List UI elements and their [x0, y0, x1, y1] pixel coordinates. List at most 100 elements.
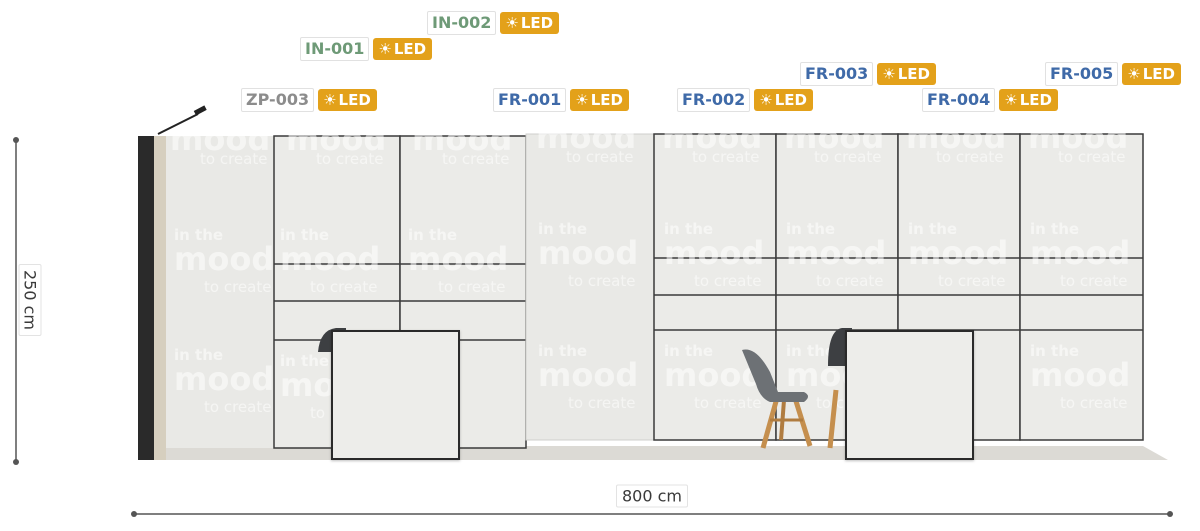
module-label-in-001[interactable]: IN-001 ☀LED: [300, 37, 433, 61]
svg-text:mood: mood: [536, 118, 636, 156]
sun-icon: ☀: [1004, 91, 1018, 109]
svg-text:mood: mood: [174, 360, 274, 398]
svg-text:to create: to create: [566, 148, 633, 166]
svg-text:to create: to create: [438, 278, 505, 296]
module-label-zp-003[interactable]: ZP-003 ☀LED: [241, 88, 377, 112]
side-column: [138, 136, 154, 460]
svg-text:to create: to create: [310, 278, 377, 296]
wall-panel-fr-001: [525, 133, 655, 441]
sun-icon: ☀: [575, 91, 589, 109]
svg-text:to create: to create: [568, 272, 635, 290]
sun-icon: ☀: [759, 91, 773, 109]
svg-text:to create: to create: [442, 150, 509, 168]
svg-text:mood: mood: [412, 120, 512, 158]
svg-text:in the: in the: [174, 346, 223, 364]
svg-text:in the: in the: [408, 226, 457, 244]
module-label-fr-002[interactable]: FR-002 ☀LED: [677, 88, 814, 112]
svg-text:mood: mood: [1030, 234, 1130, 272]
svg-text:to create: to create: [568, 394, 635, 412]
module-label-fr-001[interactable]: FR-001 ☀LED: [493, 88, 630, 112]
svg-text:in the: in the: [786, 342, 835, 360]
counter-left: [331, 330, 460, 460]
svg-text:to create: to create: [694, 394, 761, 412]
led-badge: ☀LED: [877, 63, 937, 85]
svg-text:to create: to create: [936, 148, 1003, 166]
sun-icon: ☀: [323, 91, 337, 109]
svg-text:to create: to create: [694, 272, 761, 290]
svg-text:mood: mood: [1030, 356, 1130, 394]
sun-icon: ☀: [882, 65, 896, 83]
module-label-fr-005[interactable]: FR-005 ☀LED: [1045, 62, 1182, 86]
wall-panel-zp-003: [166, 136, 274, 448]
module-code: FR-005: [1045, 62, 1119, 86]
svg-text:in the: in the: [538, 220, 587, 238]
module-code: FR-003: [800, 62, 874, 86]
chair-icon: [742, 349, 813, 449]
sun-icon: ☀: [505, 14, 519, 32]
svg-text:to create: to create: [692, 148, 759, 166]
svg-text:mood: mood: [664, 234, 764, 272]
svg-text:mood: mood: [538, 234, 638, 272]
svg-text:mood: mood: [170, 120, 270, 158]
svg-text:to create: to create: [204, 278, 271, 296]
module-code: FR-001: [493, 88, 567, 112]
svg-text:in the: in the: [664, 220, 713, 238]
svg-text:mood: mood: [786, 234, 886, 272]
fr-columns: [653, 133, 1144, 441]
spotlight-icon: [157, 105, 207, 135]
side-column-inner: [154, 136, 166, 460]
led-badge: ☀LED: [570, 89, 630, 111]
led-badge: ☀LED: [373, 38, 433, 60]
svg-text:mood: mood: [280, 240, 380, 278]
module-code: IN-002: [427, 11, 497, 35]
svg-text:to create: to create: [316, 150, 383, 168]
sun-icon: ☀: [1127, 65, 1141, 83]
svg-text:to create: to create: [204, 398, 271, 416]
svg-text:to create: to create: [814, 148, 881, 166]
module-label-fr-003[interactable]: FR-003 ☀LED: [800, 62, 937, 86]
svg-text:in the: in the: [1030, 220, 1079, 238]
svg-text:in the: in the: [538, 342, 587, 360]
svg-text:mood: mood: [286, 120, 386, 158]
module-code: ZP-003: [241, 88, 315, 112]
svg-text:in the: in the: [664, 342, 713, 360]
cabinet-fr: [1019, 133, 1144, 441]
module-label-fr-004[interactable]: FR-004 ☀LED: [922, 88, 1059, 112]
cabinet-fr: [653, 133, 777, 441]
svg-text:to create: to create: [938, 272, 1005, 290]
led-badge: ☀LED: [754, 89, 814, 111]
svg-text:in the: in the: [1030, 342, 1079, 360]
svg-text:in the: in the: [908, 220, 957, 238]
sun-icon: ☀: [378, 40, 392, 58]
svg-text:mood: mood: [408, 240, 508, 278]
svg-text:to create: to create: [1060, 272, 1127, 290]
svg-text:to create: to create: [816, 272, 883, 290]
led-badge: ☀LED: [318, 89, 377, 111]
svg-text:to create: to create: [200, 150, 267, 168]
svg-text:in the: in the: [280, 226, 329, 244]
cabinet-fr: [897, 133, 1021, 441]
svg-text:to create: to create: [1058, 148, 1125, 166]
svg-text:mood: mood: [538, 356, 638, 394]
svg-text:mood: mood: [908, 234, 1008, 272]
svg-text:in the: in the: [174, 226, 223, 244]
dimension-line-horizontal: [131, 511, 1173, 517]
module-label-in-002[interactable]: IN-002 ☀LED: [427, 11, 560, 35]
module-code: FR-004: [922, 88, 996, 112]
svg-text:in the: in the: [280, 352, 329, 370]
module-code: IN-001: [300, 37, 370, 61]
